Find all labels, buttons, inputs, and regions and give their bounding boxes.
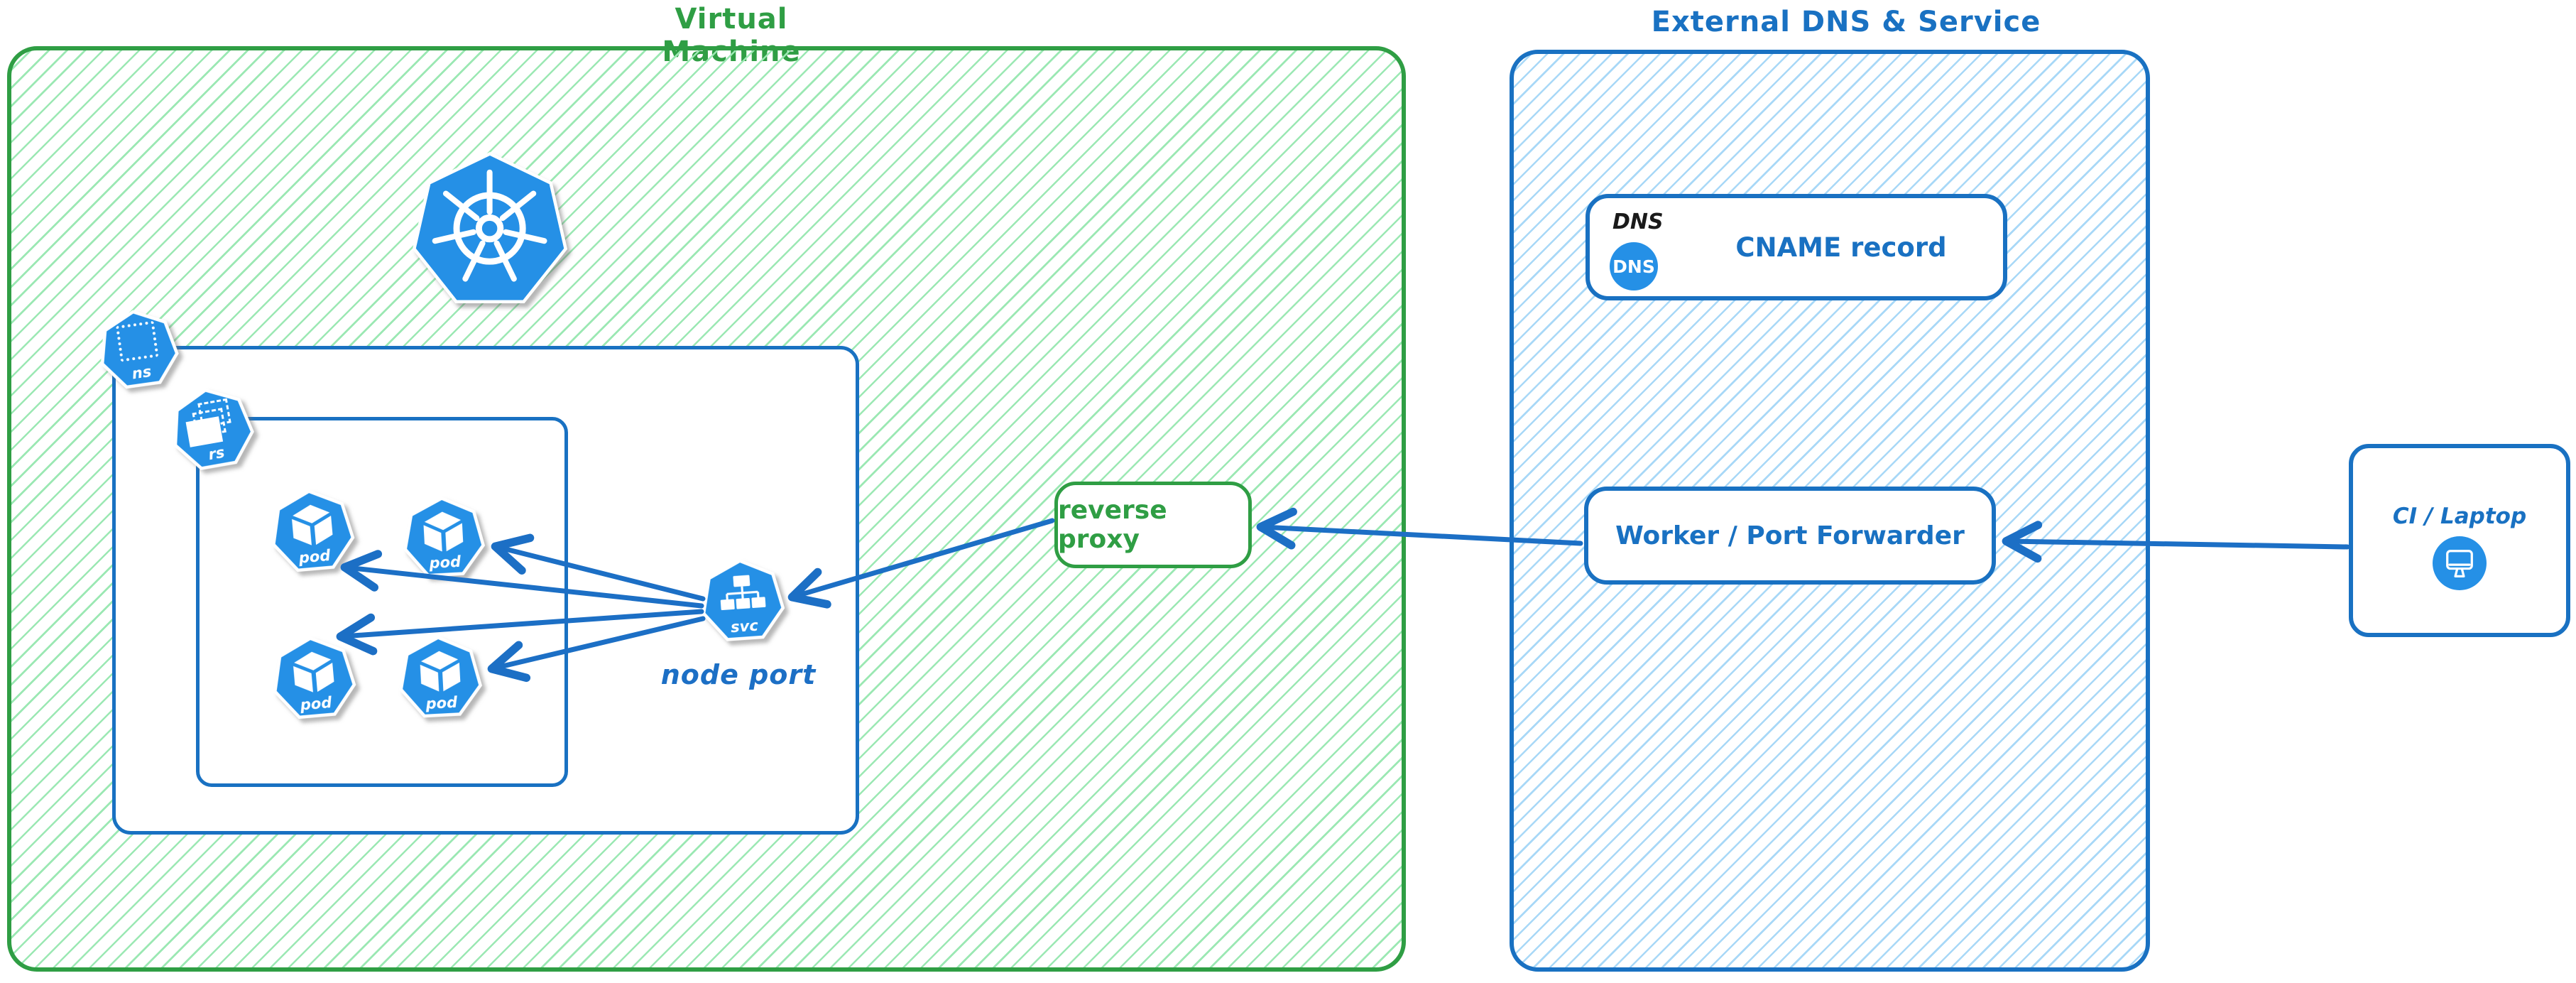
dns-tag-label: DNS: [1612, 210, 1664, 234]
ci-laptop-label: CI / Laptop: [2392, 504, 2527, 529]
pod-icon-1: pod: [266, 486, 359, 578]
worker-label: Worker / Port Forwarder: [1615, 521, 1965, 550]
replicaset-box: [196, 417, 568, 787]
pod-badge: pod: [425, 693, 458, 712]
cube-icon: [283, 497, 342, 556]
reverse-proxy-node: reverse proxy: [1054, 482, 1252, 568]
reverse-proxy-label: reverse proxy: [1058, 496, 1167, 554]
node-port-label: node port: [660, 659, 817, 690]
dns-icon-text: DNS: [1612, 256, 1655, 277]
pod-icon-3: pod: [268, 633, 360, 725]
rs-solid-rect: [185, 416, 223, 447]
cube-icon: [415, 505, 471, 561]
external-group-title: External DNS & Service: [1651, 6, 2041, 38]
replicaset-icon: rs: [164, 381, 261, 479]
pod-icon-2: pod: [400, 494, 488, 582]
pod-icon-4: pod: [395, 634, 485, 723]
tree-hierarchy-icon: [714, 567, 772, 626]
cname-record-label: CNAME record: [1735, 232, 1947, 263]
monitor-icon: [2433, 536, 2487, 590]
kubernetes-wheel-icon: [426, 165, 553, 292]
dotted-square-icon: [115, 320, 159, 362]
pod-badge: pod: [428, 553, 462, 572]
service-icon: svc: [697, 556, 788, 647]
ci-laptop-node: CI / Laptop: [2349, 444, 2570, 637]
cube-icon: [411, 644, 469, 702]
namespace-icon: ns: [93, 305, 185, 396]
worker-port-forwarder-node: Worker / Port Forwarder: [1584, 487, 1996, 585]
dns-icon: DNS: [1610, 242, 1658, 290]
kubernetes-logo-icon: [410, 152, 569, 311]
cube-icon: [284, 644, 343, 703]
cname-record-node: DNS DNS CNAME record: [1586, 194, 2007, 300]
